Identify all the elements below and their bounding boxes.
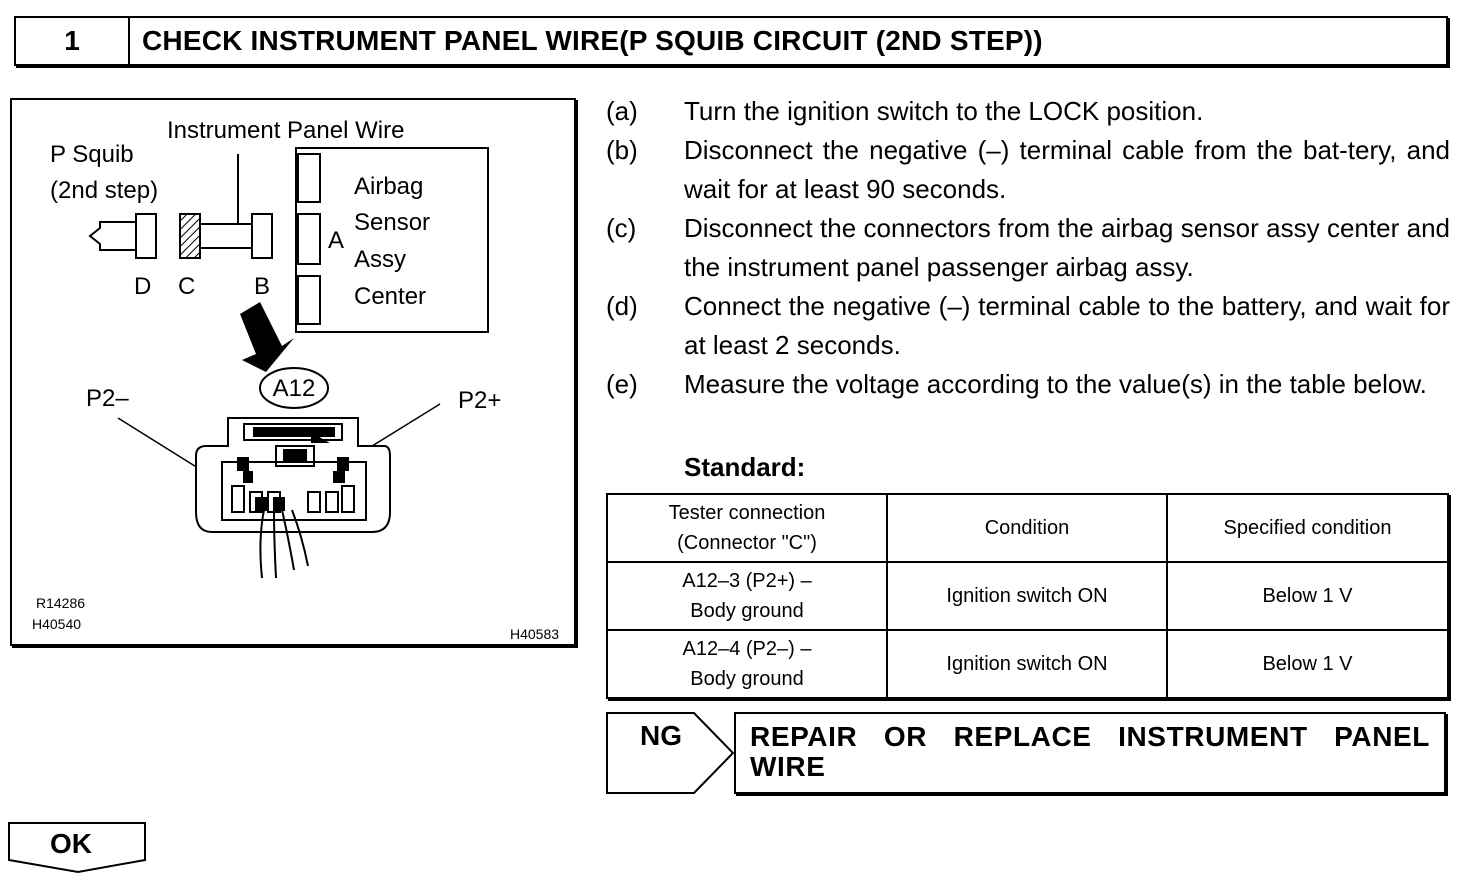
label-instrument-panel-wire: Instrument Panel Wire xyxy=(167,117,404,144)
step-letter: (e) xyxy=(606,369,638,399)
cell-connection: A12–4 (P2–) – Body ground xyxy=(606,629,888,699)
label-2nd-step: (2nd step) xyxy=(50,177,158,204)
label-center: Center xyxy=(354,283,426,310)
ok-arrow-box xyxy=(8,822,146,874)
arrow-down-icon xyxy=(240,302,294,372)
label-b: B xyxy=(254,273,270,300)
label-p2-plus: P2+ xyxy=(458,387,501,414)
cell-condition: Ignition switch ON xyxy=(886,629,1168,699)
procedure-step: (b) Disconnect the negative (–) terminal… xyxy=(606,131,1450,209)
connector-a12-face xyxy=(195,417,391,533)
connector-b xyxy=(251,213,273,259)
cell-specified: Below 1 V xyxy=(1166,561,1449,631)
wire-body xyxy=(199,223,253,249)
step-header: 1 CHECK INSTRUMENT PANEL WIRE(P SQUIB CI… xyxy=(14,16,1448,66)
table-row: A12–4 (P2–) – Body ground Ignition switc… xyxy=(606,629,1449,699)
connector-d xyxy=(135,213,157,259)
step-number: 1 xyxy=(16,18,130,64)
label-sensor: Sensor xyxy=(354,209,430,236)
figure-code-h40583: H40583 xyxy=(510,626,559,642)
cell-connection: A12–3 (P2+) – Body ground xyxy=(606,561,888,631)
step-text: Disconnect the connectors from the airba… xyxy=(684,213,1450,282)
connector-a xyxy=(297,213,321,265)
header-tester-connection: Tester connection (Connector "C") xyxy=(606,493,888,563)
step-title: CHECK INSTRUMENT PANEL WIRE(P SQUIB CIRC… xyxy=(142,25,1043,56)
ng-action-box: REPAIR OR REPLACE INSTRUMENT PANEL WIRE xyxy=(734,712,1446,794)
ng-arrow-box xyxy=(606,712,734,794)
sensor-connector-3 xyxy=(297,275,321,325)
step-letter: (b) xyxy=(606,135,638,165)
step-text: Disconnect the negative (–) terminal cab… xyxy=(684,135,1450,204)
airbag-sensor-assy-center xyxy=(295,147,489,333)
wiring-diagram: Instrument Panel Wire P Squib (2nd step)… xyxy=(32,117,559,642)
procedure-step: (d) Connect the negative (–) terminal ca… xyxy=(606,287,1450,365)
table-row: A12–3 (P2+) – Body ground Ignition switc… xyxy=(606,561,1449,631)
procedure-step: (a) Turn the ignition switch to the LOCK… xyxy=(606,92,1450,131)
label-a: A xyxy=(328,227,344,254)
ng-label: NG xyxy=(640,720,682,751)
cell-specified: Below 1 V xyxy=(1166,629,1449,699)
standard-label: Standard: xyxy=(684,452,806,482)
step-letter: (c) xyxy=(606,213,637,243)
procedure-step: (c) Disconnect the connectors from the a… xyxy=(606,209,1450,287)
connector-c xyxy=(179,213,201,259)
table-header-row: Tester connection (Connector "C") Condit… xyxy=(606,493,1449,563)
spec-table: Tester connection (Connector "C") Condit… xyxy=(606,493,1449,699)
connector-wires xyxy=(259,509,309,579)
label-c: C xyxy=(178,273,195,300)
label-assy: Assy xyxy=(354,246,406,273)
header-condition: Condition xyxy=(886,493,1168,563)
label-p-squib: P Squib xyxy=(50,141,134,168)
ok-label: OK xyxy=(50,828,92,859)
figure-code-r14286: R14286 xyxy=(36,595,85,611)
step-text: Turn the ignition switch to the LOCK pos… xyxy=(684,96,1204,126)
step-text: Connect the negative (–) terminal cable … xyxy=(684,291,1450,360)
step-letter: (d) xyxy=(606,291,638,321)
wiring-figure: Instrument Panel Wire P Squib (2nd step)… xyxy=(10,98,576,646)
label-d: D xyxy=(134,273,151,300)
label-p2-minus: P2– xyxy=(86,385,129,412)
squib-plug xyxy=(88,221,137,251)
step-text: Measure the voltage according to the val… xyxy=(684,369,1427,399)
figure-code-h40540: H40540 xyxy=(32,616,81,632)
sensor-connector-1 xyxy=(297,153,321,203)
procedure-step: (e) Measure the voltage according to the… xyxy=(606,365,1450,404)
cell-condition: Ignition switch ON xyxy=(886,561,1168,631)
step-letter: (a) xyxy=(606,96,638,126)
connector-id-ellipse xyxy=(259,367,329,409)
procedure-steps: (a) Turn the ignition switch to the LOCK… xyxy=(606,92,1450,404)
header-specified-condition: Specified condition xyxy=(1166,493,1449,563)
connector-id: A12 xyxy=(273,375,316,402)
label-airbag: Airbag xyxy=(354,173,423,200)
